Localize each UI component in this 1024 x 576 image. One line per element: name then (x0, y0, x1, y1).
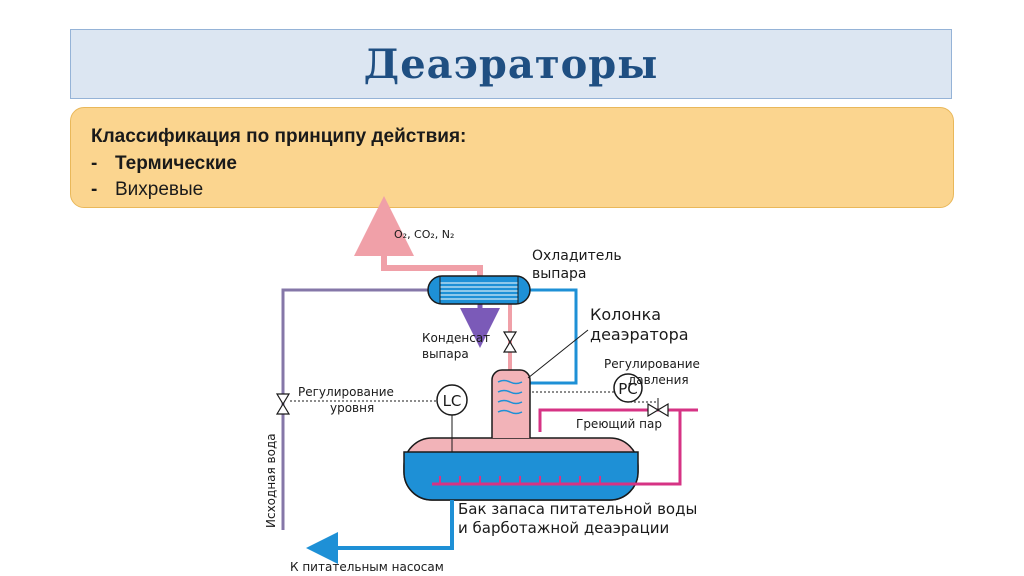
deaerator-column (491, 369, 531, 438)
source-water-line (281, 288, 432, 530)
level-controller: LC (436, 384, 468, 416)
pressure-reg-label-line1: Регулирование (604, 357, 700, 371)
steam-valve-icon (647, 398, 669, 418)
classification-box: Классификация по принципу действия: - Те… (70, 107, 954, 208)
source-water-label: Исходная вода (264, 433, 278, 528)
condensate-label-line1: Конденсат (422, 331, 490, 345)
page-title: Деаэраторы (363, 40, 659, 88)
pressure-controller: PC (613, 373, 643, 403)
feedwater-tank (403, 437, 639, 501)
condensate-label-line2: выпара (422, 347, 469, 361)
pressure-reg-label-line2: давления (628, 373, 689, 387)
vent-gas-line (354, 196, 483, 278)
bullet-dash: - (91, 153, 98, 174)
level-reg-label-line2: уровня (330, 401, 374, 415)
classification-item-label: Вихревые (115, 179, 204, 200)
cooler-label-line1: Охладитель (532, 248, 622, 264)
classification-item-vortex: - Вихревые (91, 179, 933, 205)
classification-item-label: Термические (115, 153, 237, 174)
column-label-line1: Колонка (590, 305, 661, 324)
vent-valve-icon (502, 331, 518, 353)
tank-label-line2: и барботажной деаэрации (458, 519, 669, 537)
cooler-water-outlet-line (526, 288, 578, 385)
title-bar: Деаэраторы (70, 29, 952, 99)
pc-label: PC (618, 380, 638, 398)
classification-heading: Классификация по принципу действия: (91, 126, 467, 147)
cooler-label-line2: выпара (532, 266, 587, 282)
gases-label: O₂, CO₂, N₂ (394, 228, 454, 241)
barbotage-steam-line (618, 410, 682, 486)
pumps-label: К питательным насосам (290, 560, 444, 574)
tank-label-line1: Бак запаса питательной воды (458, 500, 697, 518)
level-reg-label-line1: Регулирование (298, 385, 394, 399)
level-valve-icon (275, 393, 291, 415)
heating-steam-label: Греющий пар (576, 417, 662, 431)
heating-steam-line (538, 408, 698, 432)
pump-outlet-line (306, 500, 454, 564)
lc-label: LC (443, 392, 462, 410)
bullet-dash: - (91, 179, 98, 200)
classification-item-thermal: - Термические (91, 153, 933, 179)
column-label-line2: деаэратора (590, 325, 689, 344)
vapor-cooler (427, 275, 531, 305)
